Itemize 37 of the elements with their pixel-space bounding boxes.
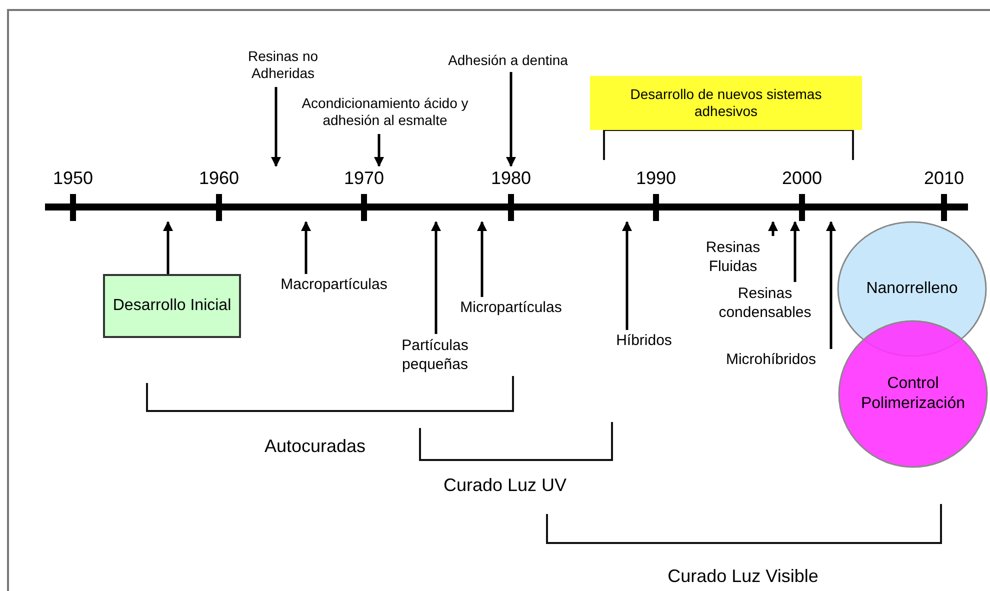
arrow: [163, 221, 173, 274]
year-label: 1950: [52, 168, 94, 189]
year-label: 1960: [198, 168, 240, 189]
arrow: [374, 134, 384, 167]
event-label: Partículas pequeñas: [385, 334, 485, 378]
arrow: [790, 221, 800, 282]
year-label: 1970: [342, 168, 386, 189]
bracket-label: Curado Luz Visible: [666, 566, 820, 587]
arrow: [477, 221, 487, 297]
circle-label: Nanorrelleno: [865, 279, 959, 299]
event-label: Resinas no Adheridas: [228, 43, 338, 87]
event-label: Resinas condensables: [704, 282, 826, 326]
year-label: 2000: [780, 168, 824, 189]
year-label: 2010: [922, 168, 966, 189]
arrow: [301, 221, 311, 274]
event-label: Micropartículas: [440, 297, 582, 319]
year-label: 1980: [490, 168, 532, 189]
era-box: [103, 274, 241, 338]
event-label: Híbridos: [604, 330, 684, 352]
event-label: Resinas Fluidas: [686, 236, 780, 280]
arrow: [271, 87, 281, 167]
arrow: [431, 221, 441, 334]
event-label: Macropartículas: [258, 274, 410, 296]
highlight-box: [590, 76, 862, 130]
arrow: [826, 221, 836, 349]
year-label: 1990: [634, 168, 678, 189]
arrow: [768, 221, 778, 236]
circle-label: Control Polimerización: [860, 374, 966, 414]
bracket-label: Autocuradas: [263, 436, 367, 457]
arrow: [622, 221, 632, 330]
bracket-label: Curado Luz UV: [442, 475, 568, 496]
box-label: Desarrollo de nuevos sistemas adhesivos: [629, 86, 823, 120]
box-label: Desarrollo Inicial: [112, 296, 232, 316]
event-label: Adhesión a dentina: [428, 50, 588, 72]
arrow: [506, 72, 516, 167]
event-label: Microhíbridos: [708, 349, 834, 371]
event-label: Acondicionamiento ácido y adhesión al esmalte: [297, 90, 473, 134]
